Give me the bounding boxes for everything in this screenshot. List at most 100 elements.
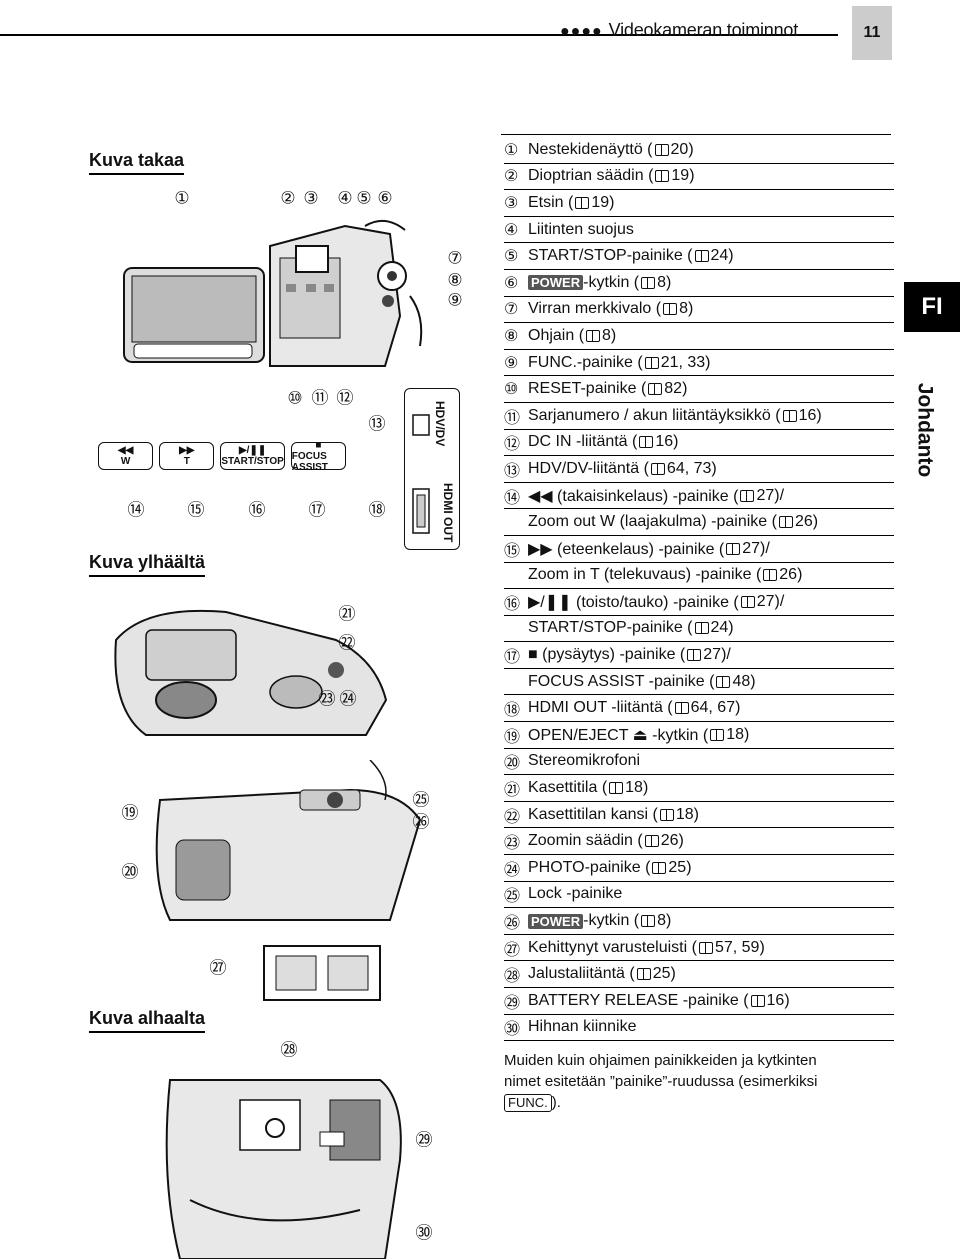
stop-label: FOCUS ASSIST [291, 450, 328, 473]
footnote: Muiden kuin ohjaimen painikkeiden ja kyt… [504, 1050, 884, 1113]
item-text: ◀◀ (takaisinkelaus) -painike ( [528, 487, 739, 505]
fastforward-label: T [183, 456, 190, 467]
item-page-ref: 16) [655, 433, 679, 451]
item-text: Etsin ( [528, 193, 574, 211]
callout-26: ㉖ [412, 812, 430, 832]
item-number: ⑲ [504, 728, 521, 746]
play-pause-label: START/STOP [221, 456, 284, 467]
item-text: Zoomin säädin ( [528, 832, 643, 850]
parts-list-item: Zoom in T (telekuvaus) -painike (26) [504, 563, 894, 590]
item-page-ref: 21, 33) [660, 353, 711, 371]
item-text: ▶▶ (eteenkelaus) -painike ( [528, 540, 725, 558]
callout-3: ③ [303, 188, 319, 208]
power-label-icon: POWER [528, 913, 584, 929]
item-page-ref: 48) [732, 672, 756, 690]
callout-16: ⑯ [248, 500, 266, 520]
item-number: ⑧ [504, 327, 519, 345]
book-reference-icon [659, 808, 674, 821]
item-page-ref: 19) [671, 167, 695, 185]
header-dots: ●●●● [560, 23, 603, 40]
item-page-ref: 25) [668, 858, 692, 876]
book-reference-icon [641, 915, 656, 928]
play-pause-icon: ▶/❚❚ [238, 445, 267, 456]
book-reference-icon [644, 835, 659, 848]
rewind-label: W [120, 456, 131, 467]
book-reference-icon [575, 196, 590, 209]
item-text: Liitinten suojus [528, 220, 634, 238]
item-text: Ohjain ( [528, 326, 585, 344]
parts-list-item: ⑮▶▶ (eteenkelaus) -painike (27)/ [504, 536, 894, 563]
chapter-tab: Johdanto [906, 370, 942, 490]
book-reference-icon [663, 303, 678, 316]
item-text: Sarjanumero / akun liitäntäyksikkö ( [528, 406, 781, 424]
list-top-rule [501, 134, 891, 135]
item-number: ⑥ [504, 274, 519, 292]
book-reference-icon [609, 782, 624, 795]
item-text: Stereomikrofoni [528, 752, 641, 770]
item-number: ⑩ [504, 381, 519, 399]
item-page-ref: 18) [675, 805, 699, 823]
callout-21: ㉑ [338, 604, 356, 624]
item-number: ⑫ [504, 436, 521, 454]
item-text: Hihnan kiinnike [528, 1018, 637, 1036]
book-reference-icon [740, 595, 755, 608]
callout-17: ⑰ [308, 500, 326, 520]
item-text: Lock -painike [528, 885, 623, 903]
book-reference-icon [716, 675, 731, 688]
book-reference-icon [750, 994, 765, 1007]
item-text: OPEN/EJECT ⏏ -kytkin ( [528, 726, 709, 744]
item-page-ref: 25) [652, 965, 676, 983]
ports-panel: HDV/DV HDMI OUT [404, 388, 460, 550]
item-number: ㉗ [504, 941, 521, 959]
parts-list-item: FOCUS ASSIST -painike (48) [504, 669, 894, 696]
item-text: ■ (pysäytys) -painike ( [528, 646, 686, 664]
item-number: ⑯ [504, 595, 521, 613]
camera-top-illustration [114, 609, 388, 736]
callout-1: ① [174, 188, 190, 208]
callout-11: ⑪ [311, 388, 329, 408]
footnote-line-2: nimet esitetään ”painike”-ruudussa (esim… [504, 1073, 818, 1090]
callout-28: ㉘ [280, 1040, 298, 1060]
item-page-ref: 8) [657, 273, 672, 291]
playback-button-strip: ◀◀W ▶▶T ▶/❚❚START/STOP ■FOCUS ASSIST [98, 440, 346, 473]
item-number: ㉙ [504, 994, 521, 1012]
item-number: ㉒ [504, 808, 521, 826]
book-reference-icon [650, 462, 665, 475]
item-text: BATTERY RELEASE -painike ( [528, 991, 749, 1009]
item-page-ref: 64, 67) [690, 699, 741, 717]
item-text: Dioptrian säädin ( [528, 167, 654, 185]
book-reference-icon [694, 622, 709, 635]
callout-6: ⑥ [377, 188, 393, 208]
item-page-ref: 20) [670, 140, 694, 158]
parts-list-item: ⑰■ (pysäytys) -painike (27)/ [504, 642, 894, 669]
callout-23: ㉓ [318, 689, 336, 709]
item-text: Kasettitilan kansi ( [528, 805, 658, 823]
fastforward-button: ▶▶T [159, 442, 215, 470]
play-pause-button: ▶/❚❚START/STOP [220, 442, 285, 470]
item-text: Jalustaliitäntä ( [528, 965, 635, 983]
item-number: ① [504, 141, 519, 159]
item-number: ⑳ [504, 755, 521, 773]
item-number: ② [504, 168, 519, 186]
item-text: START/STOP-painike ( [528, 619, 693, 637]
callout-9: ⑨ [447, 290, 463, 310]
callout-18: ⑱ [368, 500, 386, 520]
header-title-text: Videokameran toiminnot [608, 20, 799, 40]
rewind-icon: ◀◀ [117, 445, 134, 456]
callout-12: ⑫ [336, 388, 354, 408]
camera-bottom-illustration [165, 1079, 402, 1259]
